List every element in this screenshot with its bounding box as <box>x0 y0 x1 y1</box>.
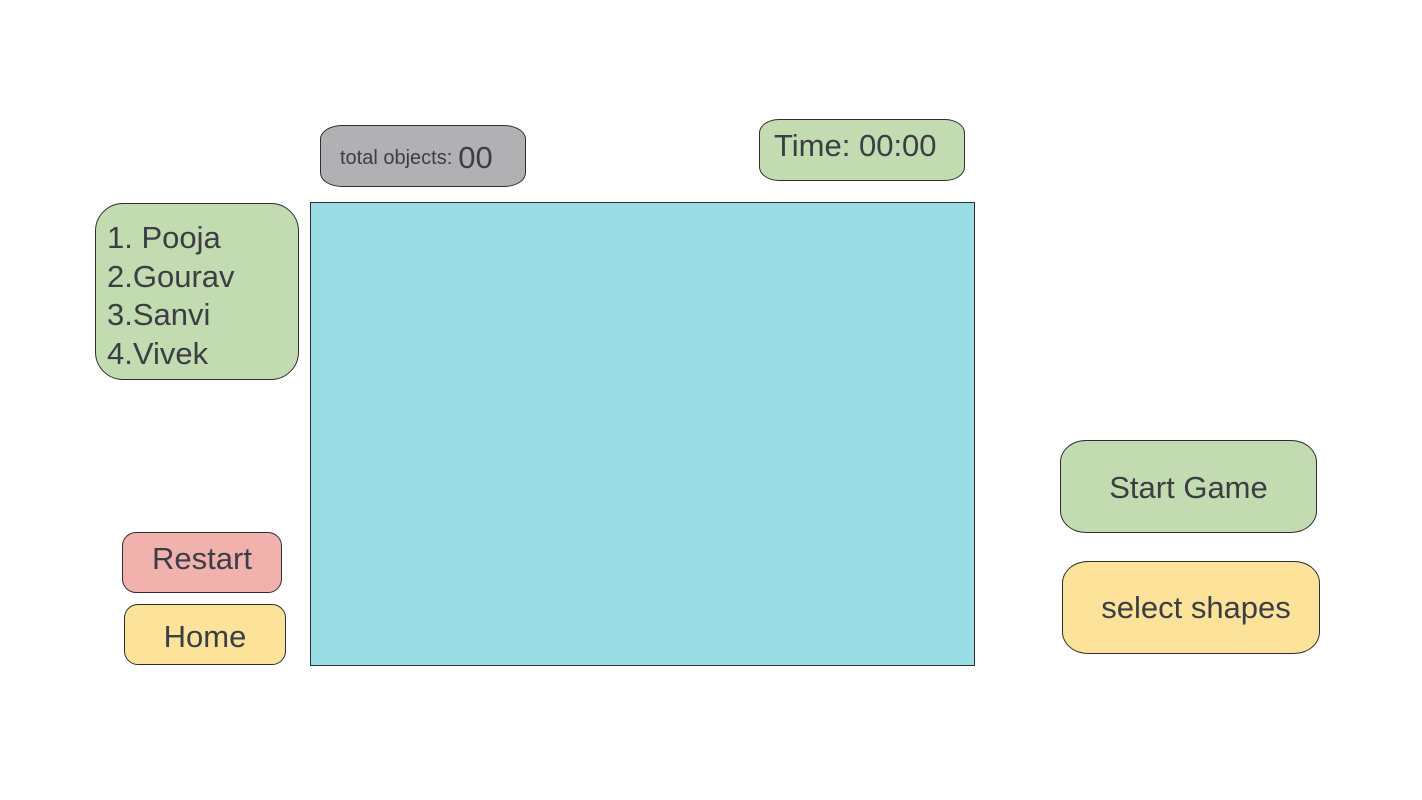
total-objects-counter: total objects: 00 <box>320 125 526 187</box>
start-game-button[interactable]: Start Game <box>1060 440 1317 533</box>
select-shapes-button-label: select shapes <box>1101 589 1291 625</box>
timer-display: Time: 00:00 <box>759 119 965 181</box>
players-list: 1. Pooja 2.Gourav 3.Sanvi 4.Vivek <box>95 203 299 380</box>
timer-text: Time: 00:00 <box>774 128 937 163</box>
total-objects-value: 00 <box>458 140 493 175</box>
player-item: 4.Vivek <box>107 335 209 371</box>
home-button-label: Home <box>163 618 247 654</box>
play-area[interactable] <box>310 202 975 666</box>
player-item: 2.Gourav <box>107 258 235 294</box>
restart-button[interactable]: Restart <box>122 532 282 593</box>
home-button[interactable]: Home <box>124 604 286 665</box>
total-objects-label: total objects: <box>340 146 453 169</box>
player-item: 1. Pooja <box>107 220 221 255</box>
select-shapes-button[interactable]: select shapes <box>1062 561 1320 654</box>
player-item: 3.Sanvi <box>107 297 211 332</box>
restart-button-label: Restart <box>152 540 252 576</box>
start-game-button-label: Start Game <box>1109 469 1268 505</box>
